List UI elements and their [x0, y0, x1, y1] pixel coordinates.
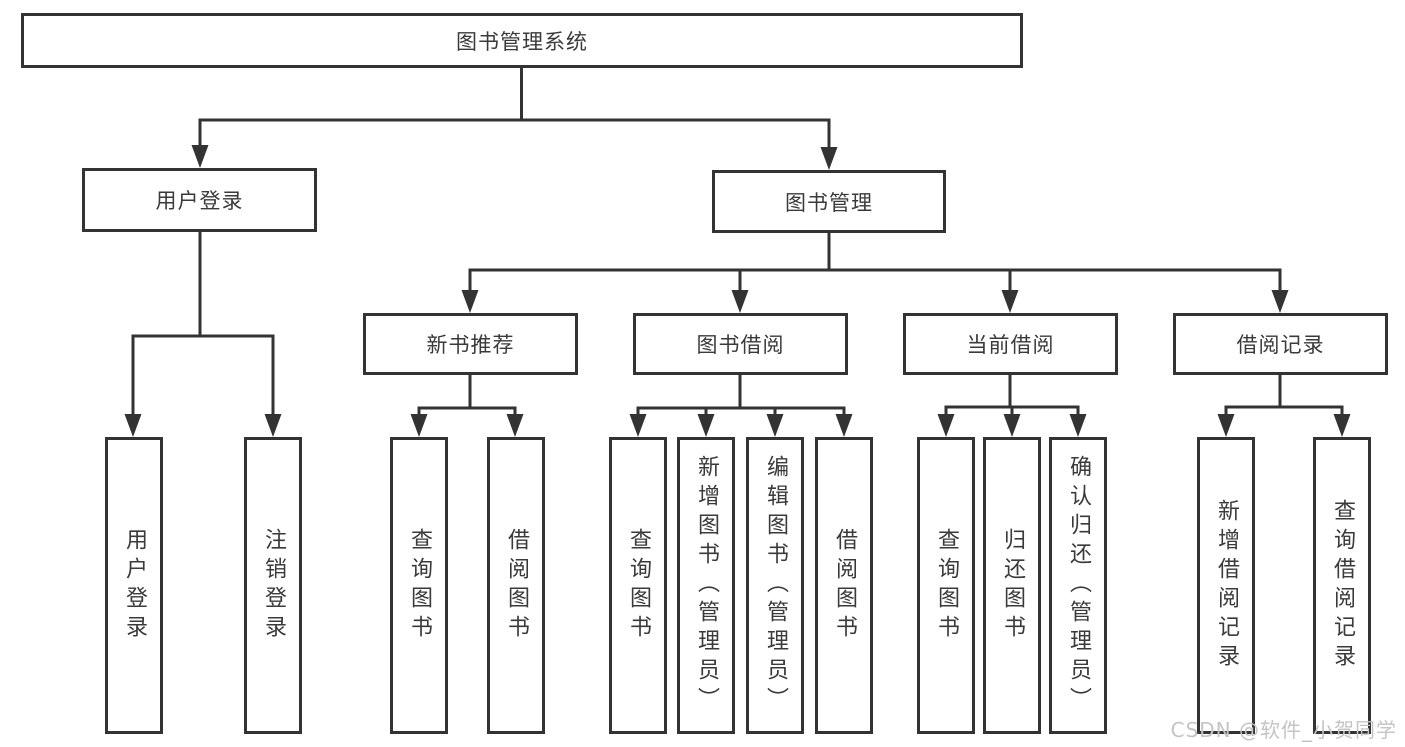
node-library-management-system: 图书管理系统: [21, 13, 1023, 68]
arrowhead-icon: [1001, 290, 1019, 313]
node-label: 借阅记录: [1236, 333, 1325, 357]
node-label: 借阅图书: [832, 527, 857, 644]
arrowhead-icon: [835, 414, 853, 437]
node-book-borrowing: 图书借阅: [633, 313, 848, 375]
node-leaf-add-books-admin: 新增图书（管理员）: [677, 437, 735, 734]
node-label: 归还图书: [1000, 527, 1025, 644]
node-borrowing-records: 借阅记录: [1173, 313, 1388, 375]
node-label: 注销登录: [261, 527, 286, 644]
arrowhead-icon: [731, 290, 749, 313]
node-user-login: 用户登录: [82, 168, 317, 232]
arrowhead-icon: [1271, 290, 1289, 313]
node-leaf-add-borrow-record: 新增借阅记录: [1197, 437, 1255, 734]
node-label: 查询图书: [407, 527, 432, 644]
arrowhead-icon: [461, 290, 479, 313]
arrowhead-icon: [697, 414, 715, 437]
arrowhead-icon: [766, 414, 784, 437]
node-label: 查询图书: [934, 527, 959, 644]
node-label: 新增图书（管理员）: [694, 455, 719, 716]
node-label: 用户登录: [122, 527, 147, 644]
node-leaf-return-books: 归还图书: [983, 437, 1041, 734]
arrowhead-icon: [506, 414, 524, 437]
node-label: 新书推荐: [426, 333, 515, 357]
node-label: 编辑图书（管理员）: [763, 455, 788, 716]
arrowhead-icon: [1333, 414, 1351, 437]
node-label: 借阅图书: [504, 527, 529, 644]
node-leaf-borrow-books: 借阅图书: [815, 437, 873, 734]
node-leaf-confirm-return-admin: 确认归还（管理员）: [1049, 437, 1107, 734]
node-label: 图书管理: [785, 190, 873, 215]
node-leaf-query-books-recommend: 查询图书: [390, 437, 448, 734]
node-leaf-query-books-borrowing: 查询图书: [609, 437, 667, 734]
arrowhead-icon: [1069, 414, 1087, 437]
node-leaf-borrow-books-recommend: 借阅图书: [487, 437, 545, 734]
arrowhead-icon: [820, 147, 838, 170]
arrowhead-icon: [1003, 414, 1021, 437]
node-label: 用户登录: [155, 189, 244, 213]
node-leaf-query-borrow-record: 查询借阅记录: [1313, 437, 1371, 734]
arrowhead-icon: [937, 414, 955, 437]
node-label: 图书借阅: [696, 333, 785, 357]
node-new-book-recommendation: 新书推荐: [363, 313, 578, 375]
node-leaf-user-login: 用户登录: [105, 437, 163, 734]
node-current-borrowing: 当前借阅: [903, 313, 1118, 375]
arrowhead-icon: [124, 414, 142, 437]
arrowhead-icon: [629, 414, 647, 437]
node-label: 查询图书: [626, 527, 651, 644]
node-book-management: 图书管理: [712, 170, 946, 233]
node-leaf-query-books-current: 查询图书: [917, 437, 975, 734]
node-label: 新增借阅记录: [1214, 498, 1239, 673]
node-label: 查询借阅记录: [1330, 498, 1355, 673]
arrowheads: [124, 145, 1351, 437]
node-label: 当前借阅: [966, 333, 1055, 357]
arrowhead-icon: [191, 145, 209, 168]
arrowhead-icon: [1217, 414, 1235, 437]
node-label: 确认归还（管理员）: [1066, 455, 1091, 716]
node-leaf-logout: 注销登录: [244, 437, 302, 734]
arrowhead-icon: [264, 414, 282, 437]
csdn-watermark: CSDN @软件_小贺同学: [1170, 718, 1397, 742]
node-label: 图书管理系统: [456, 29, 588, 54]
arrowhead-icon: [410, 414, 428, 437]
connector-lines: [131, 68, 1344, 417]
node-leaf-edit-books-admin: 编辑图书（管理员）: [746, 437, 804, 734]
